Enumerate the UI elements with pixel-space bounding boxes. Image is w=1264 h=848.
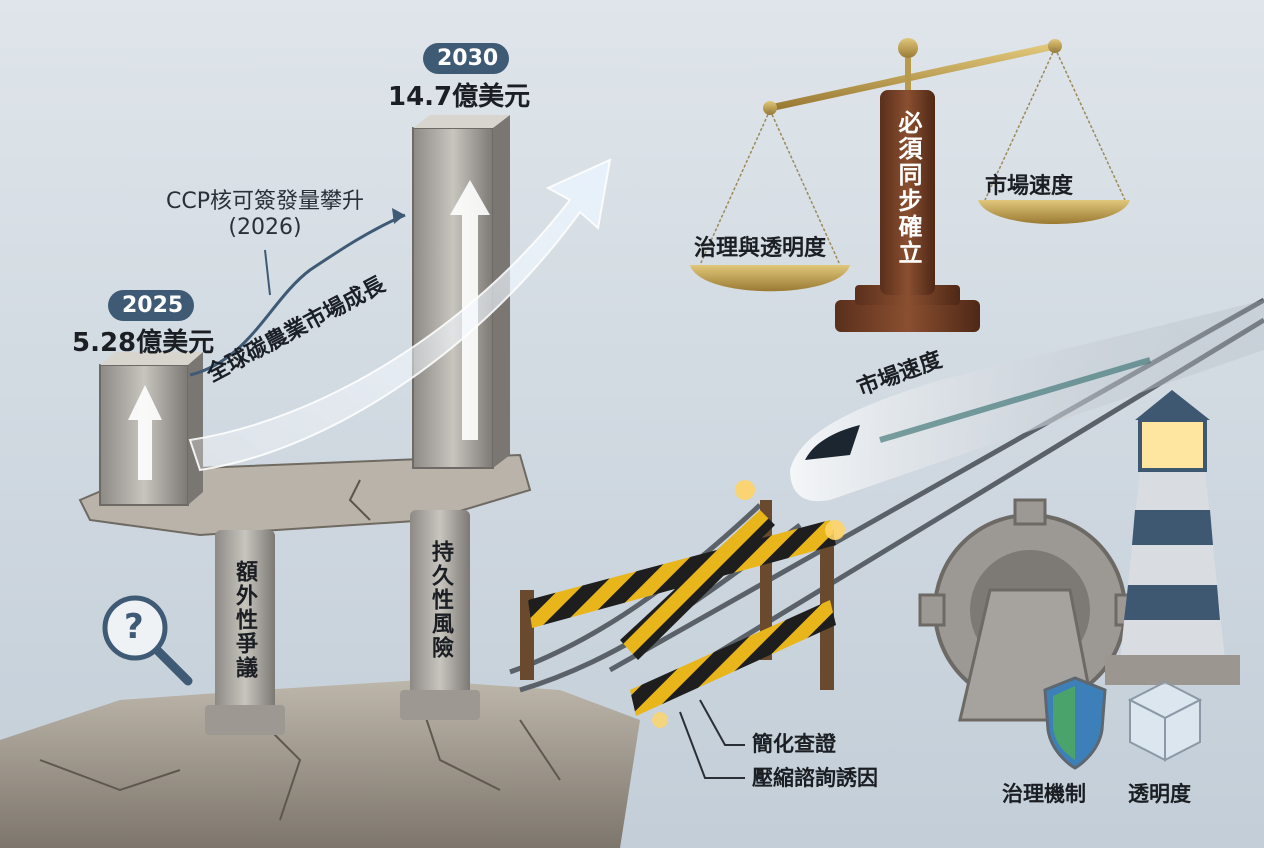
lighthouse — [1105, 390, 1240, 685]
transparency-label: 透明度 — [1128, 782, 1191, 806]
support-left-label: 額外性爭議 — [232, 560, 257, 680]
scale-post — [880, 90, 935, 295]
bullet-train — [790, 300, 1264, 502]
scale-left-label: 治理與透明度 — [694, 236, 827, 261]
value-2025: 5.28億美元 — [72, 328, 215, 358]
growth-arrow — [188, 158, 612, 472]
cliff — [0, 680, 640, 848]
ccp-note: CCP核可簽發量攀升 (2026) — [150, 183, 380, 240]
support-column-left — [215, 530, 275, 730]
scale-base — [835, 300, 980, 332]
barricade — [520, 500, 836, 716]
callout-simplify: 簡化查證 — [752, 732, 836, 756]
ccp-note-line2: (2026) — [228, 215, 302, 240]
governance-label: 治理機制 — [1002, 782, 1086, 806]
scale-center-label: 必須同步確立 — [894, 110, 922, 266]
badge-2025: 2025 — [108, 290, 194, 321]
scale-right-label: 市場速度 — [985, 174, 1074, 199]
ccp-note-line1: CCP核可簽發量攀升 — [166, 189, 364, 214]
value-2030: 14.7億美元 — [388, 82, 531, 112]
support-column-right — [410, 510, 470, 710]
scale-pan-left — [690, 265, 850, 292]
support-right-label: 持久性風險 — [428, 540, 453, 660]
question-mark-icon: ? — [124, 607, 144, 647]
badge-2030: 2030 — [423, 43, 509, 74]
callout-compress: 壓縮諮詢誘因 — [752, 766, 878, 790]
cube-icon — [1127, 680, 1203, 762]
ccp-growth-curve — [189, 213, 406, 377]
scale-pan-right — [978, 200, 1130, 224]
magnifier — [102, 595, 168, 661]
